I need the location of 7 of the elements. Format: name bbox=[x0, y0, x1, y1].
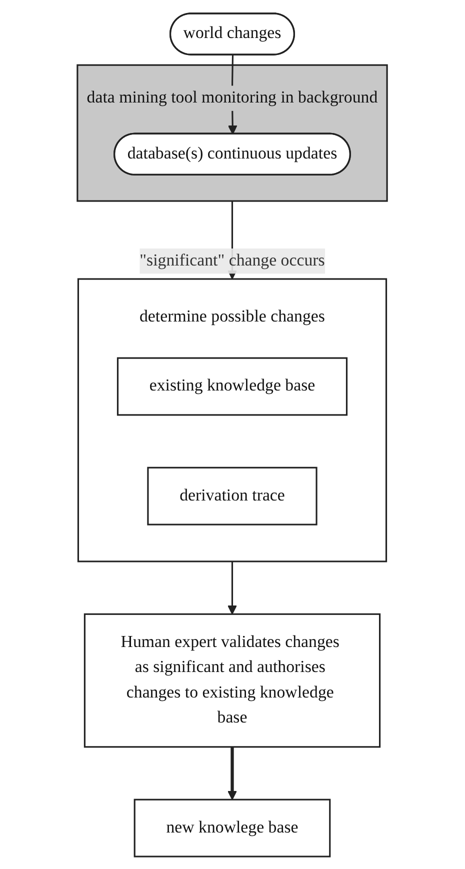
node-box: Human expert validates changes as significant and authorises changes to existing knowledge base bbox=[84, 612, 381, 748]
arrow bbox=[228, 746, 238, 800]
node-box: derivation trace bbox=[147, 466, 318, 525]
node-box: existing knowledge base bbox=[117, 356, 348, 416]
edge-label: "significant" change occurs bbox=[140, 251, 326, 270]
node-box: new knowlege base bbox=[134, 798, 331, 857]
arrow bbox=[228, 560, 238, 614]
